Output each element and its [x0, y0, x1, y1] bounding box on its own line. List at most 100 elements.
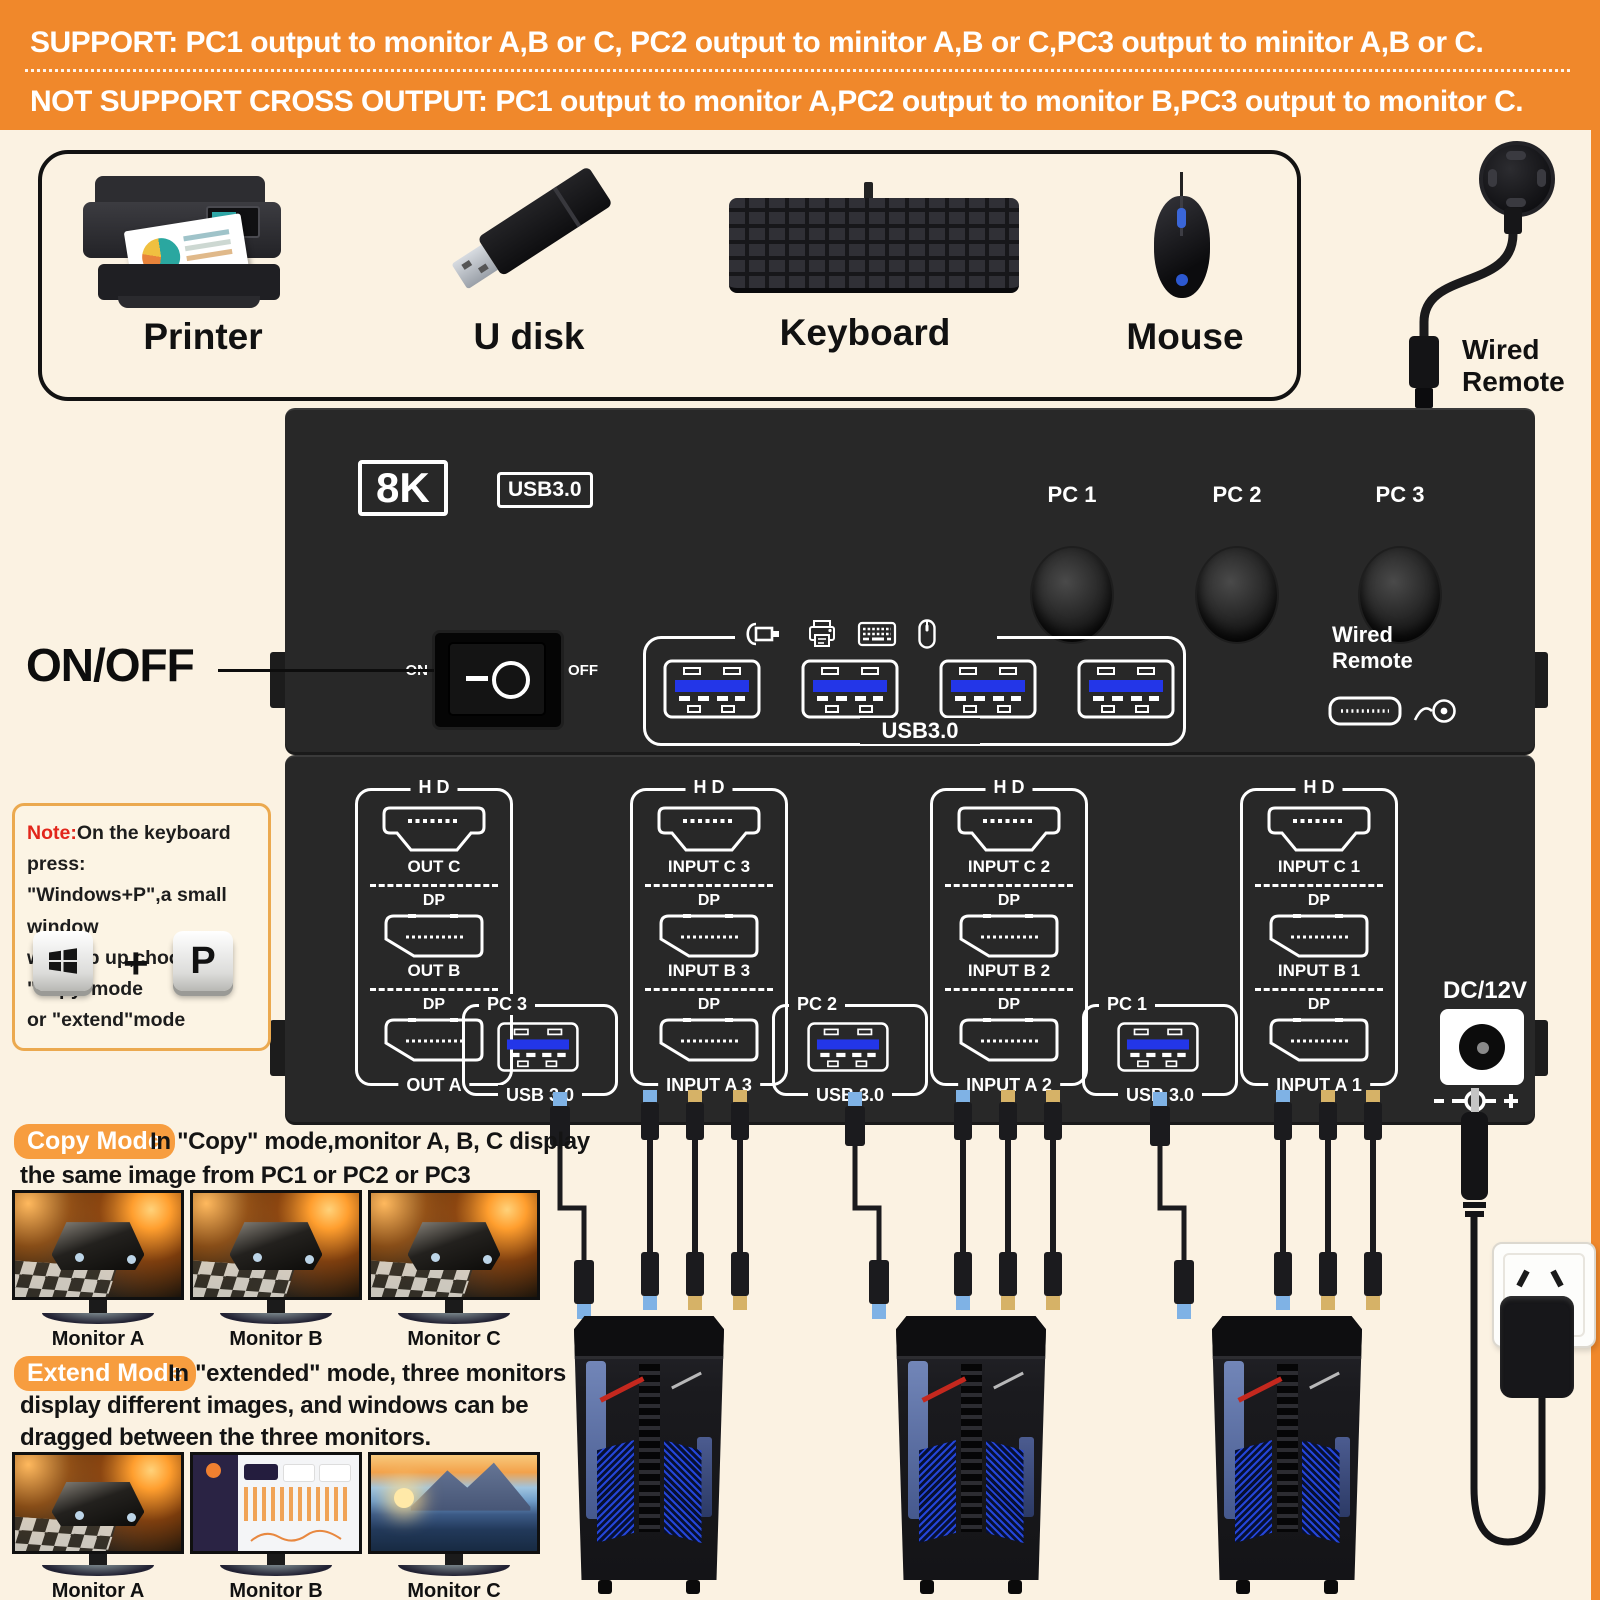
pc3-usb-port: [492, 1021, 584, 1073]
dp-port-input-a3: [653, 1017, 765, 1063]
divider: [370, 884, 498, 887]
monitor-c-label: Monitor C: [407, 1328, 501, 1350]
support-banner: SUPPORT: PC1 output to monitor A,B or C,…: [0, 0, 1600, 130]
pc2-input-group: H D INPUT C 2 DP INPUT B 2 DP INPUT A 2: [930, 777, 1088, 1096]
monitor-screen: [12, 1190, 184, 1300]
copy-monitor-c: Monitor C: [368, 1190, 540, 1351]
cables: [550, 1088, 1546, 1546]
dp-label: DP: [697, 996, 721, 1013]
note-box: Note:On the keyboard press: "Windows+P",…: [12, 803, 271, 1051]
dp-port-input-a1: [1263, 1017, 1375, 1063]
pc1-video-cables: [1274, 1090, 1382, 1310]
dp-port-input-b1: [1263, 913, 1375, 959]
usb-icons-row: [735, 614, 997, 654]
monitor-screen: [190, 1452, 362, 1554]
hdmi-port-input-c2: [953, 805, 1065, 855]
keyboard-icon: [857, 620, 897, 648]
pc3-usb-box: PC 3 USB 3.0: [462, 994, 618, 1106]
dashboard-trend-line: [250, 1530, 343, 1543]
usb-port-3: [938, 658, 1038, 720]
output-group: H D OUT C DP OUT B DP OUT A: [355, 777, 513, 1096]
not-support-text: NOT SUPPORT CROSS OUTPUT: PC1 output to …: [30, 85, 1524, 118]
extend-mode-badge: Extend Mode: [14, 1356, 196, 1391]
usb30-badge: USB3.0: [497, 472, 593, 508]
usb-port-4: [1076, 658, 1176, 720]
p-key: P: [173, 931, 233, 991]
kvm-front-panel: 8K USB3.0 PC 1 PC 2 PC 3 ON OFF USB3.0 W…: [285, 408, 1535, 752]
input-b1-label: INPUT B 1: [1277, 961, 1361, 980]
monitor-a-label: Monitor A: [51, 1328, 145, 1350]
onoff-pointer-line: [218, 669, 434, 672]
power-switch: [432, 630, 564, 730]
hdmi-port-input-c1: [1263, 805, 1375, 855]
usb-plug-icon: [741, 619, 787, 649]
monitor-screen: [12, 1452, 184, 1554]
pc3-button-label: PC 3: [1375, 482, 1425, 507]
hdmi-port-input-c3: [653, 805, 765, 855]
wired-remote-image: [1479, 141, 1555, 217]
dp-port-input-a2: [953, 1017, 1065, 1063]
input-c3-label: INPUT C 3: [667, 857, 751, 876]
extend-mode-text-3: dragged between the three monitors.: [20, 1424, 431, 1451]
banner-divider: [25, 69, 1570, 72]
monitor-screen: [368, 1452, 540, 1554]
dp-label: DP: [997, 996, 1021, 1013]
pc2-usb-cable: [845, 1092, 889, 1319]
dp-label: DP: [1307, 996, 1331, 1013]
monitor-c-label: Monitor C: [407, 1580, 501, 1600]
printer-icon: [807, 619, 837, 649]
dp-label: DP: [997, 892, 1021, 909]
usb-group-label: USB3.0: [860, 718, 980, 744]
hd-label: H D: [685, 777, 733, 798]
monitor-screen: [368, 1190, 540, 1300]
pc-tower-2: [896, 1316, 1046, 1594]
divider: [370, 988, 498, 991]
input-c2-label: INPUT C 2: [967, 857, 1051, 876]
power-adapter: [1500, 1296, 1574, 1398]
out-b-label: OUT B: [407, 961, 461, 980]
pc3-input-group: H D INPUT C 3 DP INPUT B 3 DP INPUT A 3: [630, 777, 788, 1096]
printer-label: Printer: [143, 316, 263, 357]
usb-port-1: [662, 658, 762, 720]
pc3-select-button: [1360, 548, 1440, 642]
note-text: Note:On the keyboard press: "Windows+P",…: [27, 822, 231, 1032]
copy-mode-text-2: the same image from PC1 or PC2 or PC3: [20, 1162, 471, 1189]
keyboard-cable: [864, 182, 873, 200]
plus-sign: +: [123, 939, 149, 988]
pc1-select-button: [1032, 548, 1112, 642]
pc-tower-3: [574, 1316, 724, 1594]
pc3-label: PC 3: [479, 994, 536, 1015]
keyboard-label: Keyboard: [779, 312, 951, 353]
udisk-label: U disk: [473, 316, 585, 357]
front-panel-ear-left: [270, 652, 288, 708]
monitor-a-label: Monitor A: [51, 1580, 145, 1600]
kvm-rear-panel: H D OUT C DP OUT B DP OUT A H D INPUT C …: [285, 755, 1535, 1122]
copy-mode-text-1: In "Copy" mode,monitor A, B, C display: [150, 1128, 590, 1155]
input-b3-label: INPUT B 3: [667, 961, 751, 980]
right-orange-strip: [1591, 0, 1600, 1600]
pc2-video-cables: [954, 1090, 1062, 1310]
mouse-cable: [1180, 172, 1183, 198]
usb-port-2: [800, 658, 900, 720]
input-a2-label: INPUT A 2: [958, 1075, 1060, 1096]
out-a-label: OUT A: [398, 1075, 470, 1096]
dp-label: DP: [697, 892, 721, 909]
input-b2-label: INPUT B 2: [967, 961, 1051, 980]
extend-monitor-b: Monitor B: [190, 1452, 362, 1600]
out-c-label: OUT C: [407, 857, 461, 876]
dp-label: DP: [422, 892, 446, 909]
dp-label: DP: [1307, 892, 1331, 909]
input-c1-label: INPUT C 1: [1277, 857, 1361, 876]
pc2-usb-port: [802, 1021, 894, 1073]
dc-power-cable: [1461, 1088, 1546, 1546]
onoff-callout: ON/OFF: [26, 639, 195, 691]
extend-monitor-c: Monitor C: [368, 1452, 540, 1600]
copy-mode-badge: Copy Mode: [14, 1124, 175, 1159]
wired-remote-mini-icon: [1412, 694, 1458, 728]
pc2-select-button: [1197, 548, 1277, 642]
pc2-label: PC 2: [789, 994, 846, 1015]
pc1-usb-port: [1112, 1021, 1204, 1073]
pc-tower-1: [1212, 1316, 1362, 1594]
wired-remote-label: Wired Remote: [1462, 334, 1565, 398]
